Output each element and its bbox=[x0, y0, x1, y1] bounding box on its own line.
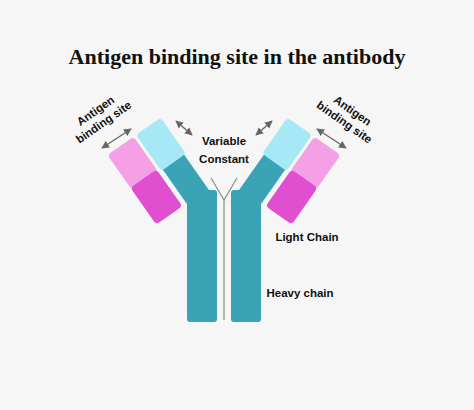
region-label: Variable bbox=[202, 135, 246, 149]
binding-site-arrow bbox=[102, 129, 131, 148]
light-constant-region bbox=[266, 169, 318, 224]
hinge-line bbox=[211, 178, 224, 200]
hinge-line bbox=[224, 178, 237, 200]
chain-label: Heavy chain bbox=[266, 287, 333, 301]
binding-site-arrow bbox=[317, 129, 346, 148]
hinge-line bbox=[223, 200, 224, 320]
chain-label: Light Chain bbox=[275, 231, 338, 245]
variable-arrow bbox=[256, 121, 272, 135]
variable-arrow bbox=[176, 121, 192, 135]
diagram-title: Antigen binding site in the antibody bbox=[0, 44, 474, 70]
light-constant-region bbox=[130, 169, 182, 224]
region-label: Constant bbox=[199, 153, 249, 167]
